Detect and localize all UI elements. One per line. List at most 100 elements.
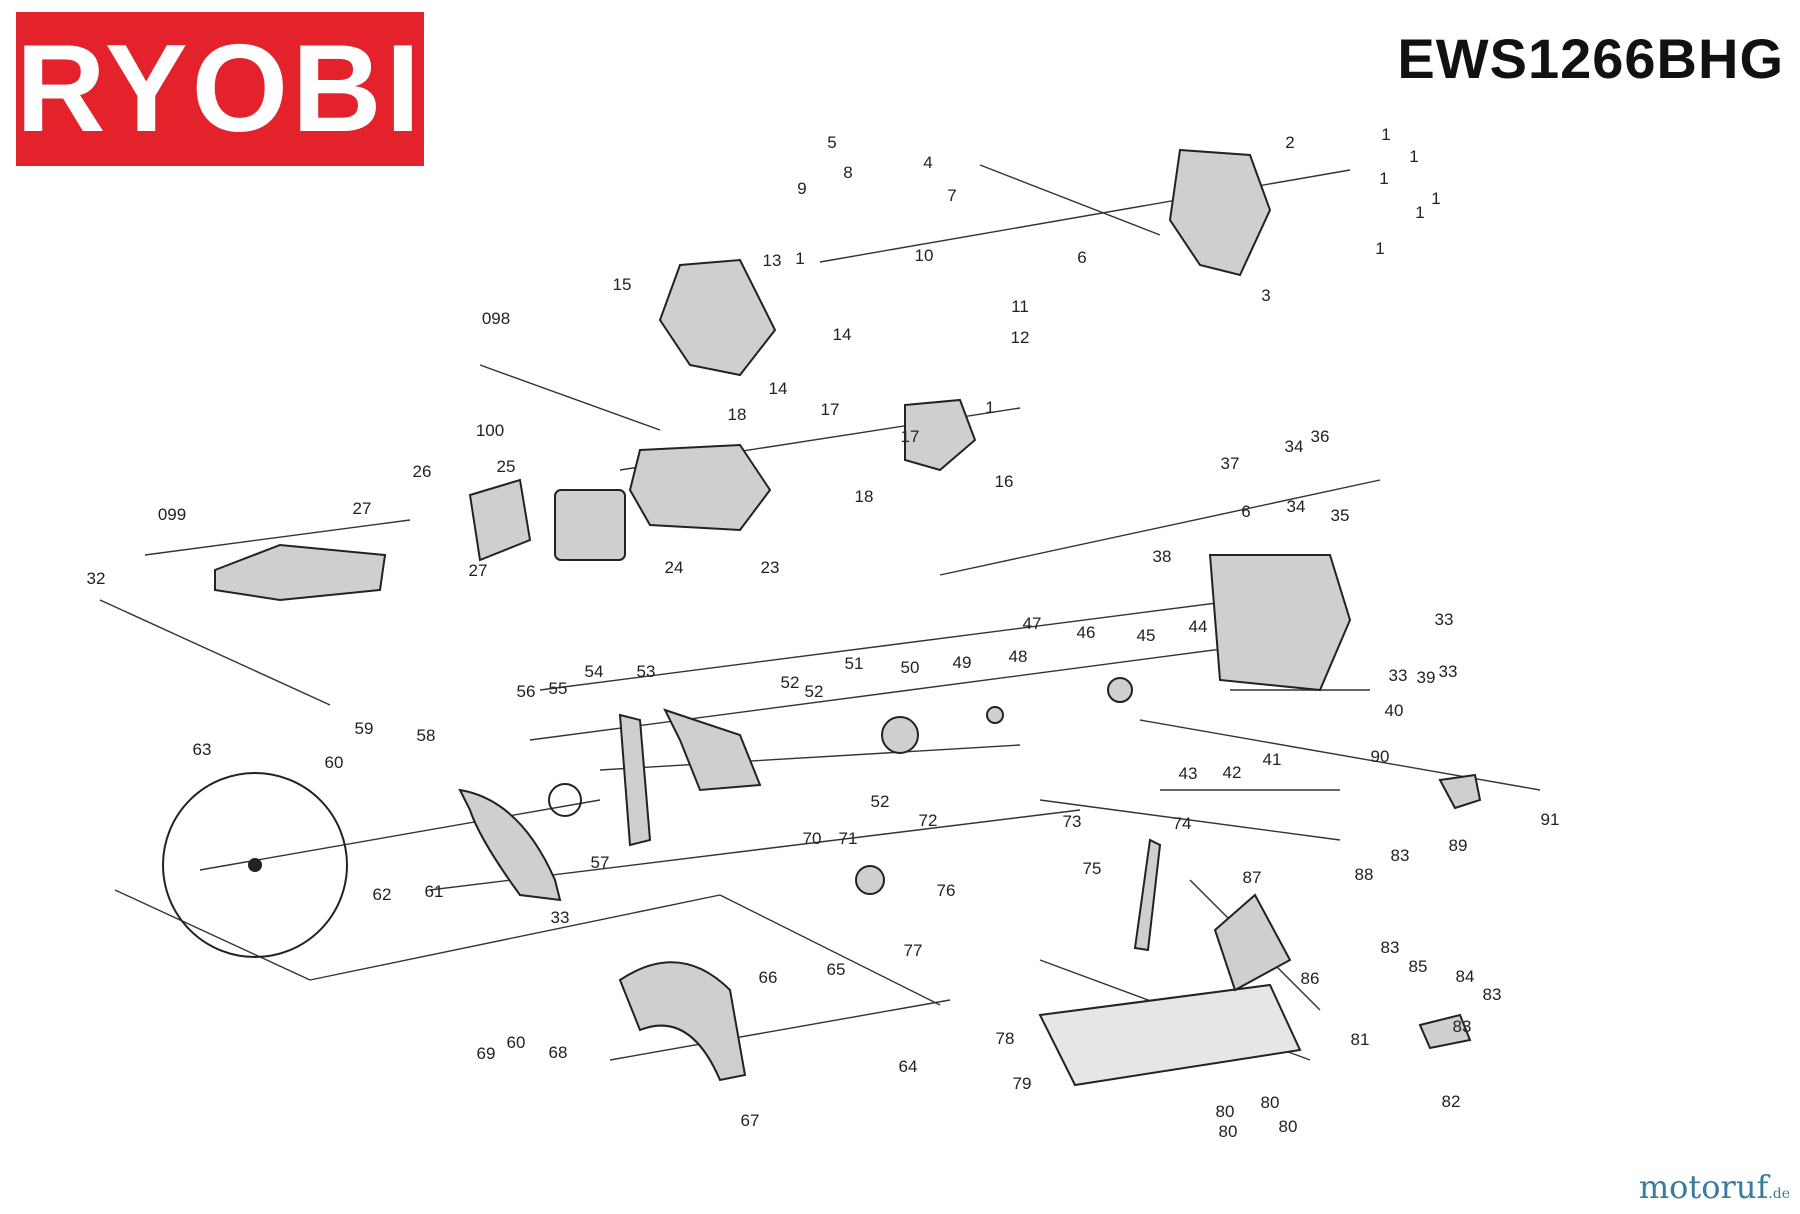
part-number-label: 45 — [1137, 626, 1156, 645]
part-number-label: 13 — [763, 251, 782, 270]
part-number-label: 46 — [1077, 623, 1096, 642]
part-number-label: 43 — [1179, 764, 1198, 783]
part-number-label: 83 — [1453, 1017, 1472, 1036]
clamp-knob-shape — [1418, 1013, 1472, 1050]
fan-baffle-shape — [468, 478, 532, 562]
part-number-label: 74 — [1173, 814, 1192, 833]
part-number-label: 42 — [1223, 763, 1242, 782]
part-number-label: 91 — [1541, 810, 1560, 829]
part-number-label: 2 — [1285, 133, 1294, 152]
part-number-label: 79 — [1013, 1074, 1032, 1093]
lower-guard-shape — [458, 788, 562, 902]
part-number-label: 54 — [585, 662, 604, 681]
part-number-label: 84 — [1456, 967, 1475, 986]
part-number-label: 1 — [1381, 125, 1390, 144]
part-number-label: 80 — [1216, 1102, 1235, 1121]
model-number: EWS1266BHG — [1397, 27, 1784, 90]
part-number-label: 36 — [1311, 427, 1330, 446]
handle-shape — [658, 258, 777, 377]
part-number-label: 1 — [1415, 203, 1424, 222]
part-number-label: 41 — [1263, 750, 1282, 769]
part-number-label: 64 — [899, 1057, 918, 1076]
part-number-label: 58 — [417, 726, 436, 745]
gear-shape — [1107, 677, 1133, 703]
part-number-label: 73 — [1063, 812, 1082, 831]
part-number-label: 53 — [637, 662, 656, 681]
base-plate-shape — [1038, 983, 1302, 1087]
bearing-shape — [986, 706, 1004, 724]
riving-knife-shape — [663, 708, 762, 792]
part-number-label: 47 — [1023, 614, 1042, 633]
part-number-label: 83 — [1483, 985, 1502, 1004]
armature-shape — [214, 543, 387, 602]
part-number-label: 18 — [855, 487, 874, 506]
part-number-label: 61 — [425, 882, 444, 901]
part-number-label: 4 — [923, 153, 932, 172]
credit-name: motoruf — [1638, 1168, 1769, 1206]
part-number-label: 099 — [158, 505, 186, 524]
part-number-label: 66 — [759, 968, 778, 987]
part-number-label: 098 — [482, 309, 510, 328]
part-number-label: 80 — [1261, 1093, 1280, 1112]
part-number-label: 48 — [1009, 647, 1028, 666]
part-number-label: 1 — [1379, 169, 1388, 188]
clamp-washer-shape — [855, 865, 885, 895]
part-number-label: 56 — [517, 682, 536, 701]
part-number-label: 89 — [1449, 836, 1468, 855]
part-number-label: 1 — [1375, 239, 1384, 258]
part-number-label: 14 — [769, 379, 788, 398]
part-shapes — [214, 148, 1482, 1087]
part-number-label: 68 — [549, 1043, 568, 1062]
part-number-label: 33 — [1439, 662, 1458, 681]
part-number-label: 1 — [985, 398, 994, 417]
part-number-label: 72 — [919, 811, 938, 830]
field-coil-shape — [554, 489, 626, 561]
part-number-label: 63 — [193, 740, 212, 759]
part-number-label: 23 — [761, 558, 780, 577]
part-number-label: 6 — [1077, 248, 1086, 267]
part-number-label: 34 — [1285, 437, 1304, 456]
part-number-label: 81 — [1351, 1030, 1370, 1049]
part-number-label: 39 — [1417, 668, 1436, 687]
part-number-label: 34 — [1287, 497, 1306, 516]
part-number-label: 57 — [591, 853, 610, 872]
part-number-label: 77 — [904, 941, 923, 960]
flange-plate-shape — [881, 716, 919, 754]
part-number-label: 24 — [665, 558, 684, 577]
part-number-label: 9 — [797, 179, 806, 198]
part-number-label: 17 — [821, 400, 840, 419]
lever-shape — [1438, 773, 1482, 810]
part-number-label: 40 — [1385, 701, 1404, 720]
part-number-label: 50 — [901, 658, 920, 677]
part-number-label: 52 — [805, 682, 824, 701]
part-number-label: 70 — [803, 829, 822, 848]
motor-shell-shape — [628, 443, 772, 532]
part-number-label: 83 — [1381, 938, 1400, 957]
gearbox-housing-shape — [1208, 554, 1352, 692]
part-number-label: 65 — [827, 960, 846, 979]
part-number-label: 88 — [1355, 865, 1374, 884]
logo-text: RYOBI — [15, 20, 425, 158]
part-number-label: 71 — [839, 829, 858, 848]
part-number-label: 59 — [355, 719, 374, 738]
part-number-label: 8 — [843, 163, 852, 182]
rip-fence-shape — [1133, 838, 1162, 952]
part-number-label: 11 — [1011, 297, 1029, 316]
bevel-bracket-shape — [1213, 893, 1292, 992]
part-number-label: 60 — [507, 1033, 526, 1052]
spring-shape — [618, 713, 652, 847]
part-number-label: 25 — [497, 457, 516, 476]
part-number-label: 38 — [1153, 547, 1172, 566]
part-number-label: 85 — [1409, 957, 1428, 976]
part-number-label: 1 — [1409, 147, 1418, 166]
part-number-label: 44 — [1189, 617, 1208, 636]
part-number-label: 75 — [1083, 859, 1102, 878]
part-number-label: 33 — [1389, 666, 1408, 685]
part-number-label: 6 — [1241, 502, 1250, 521]
part-number-label: 37 — [1221, 454, 1240, 473]
part-number-label: 80 — [1279, 1117, 1298, 1136]
part-number-label: 10 — [915, 246, 934, 265]
part-number-label: 27 — [353, 499, 372, 518]
part-number-label: 62 — [373, 885, 392, 904]
